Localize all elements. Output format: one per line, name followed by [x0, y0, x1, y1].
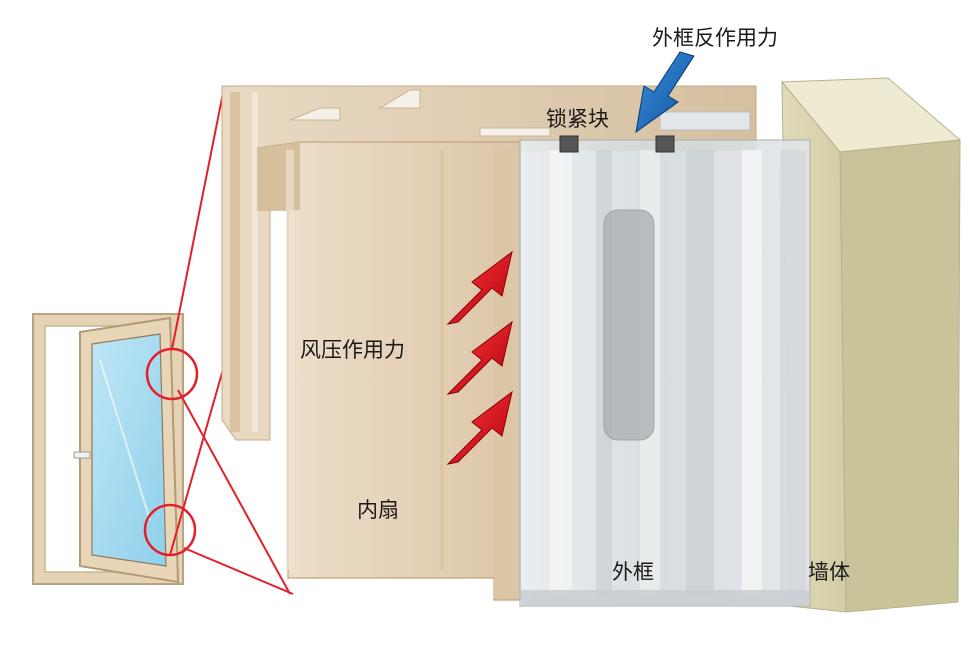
wind-arrow-icon	[446, 320, 513, 395]
reaction-force-label: 外框反作用力	[652, 26, 778, 50]
outer-frame-label: 外框	[612, 560, 654, 584]
wind-arrow-icon	[446, 250, 513, 325]
inner-sash-label: 内扇	[357, 498, 399, 522]
wind-arrow-icon	[446, 390, 513, 465]
inner-sash	[257, 141, 521, 601]
wall-label: 墙体	[808, 560, 850, 584]
lock-block	[559, 135, 579, 153]
lock-block-label: 锁紧块	[546, 107, 609, 131]
sash-back-profile	[221, 85, 757, 441]
wind-force-label: 风压作用力	[300, 338, 405, 362]
window-handle-icon	[73, 451, 91, 459]
window-thumbnail	[32, 313, 199, 585]
wind-force-arrows	[446, 250, 513, 465]
reaction-force-arrow-icon	[635, 51, 695, 134]
outer-frame	[519, 135, 811, 607]
